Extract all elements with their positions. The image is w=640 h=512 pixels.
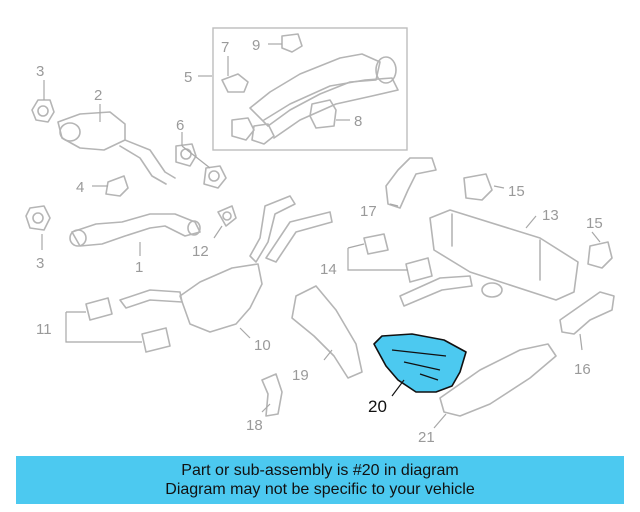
label-21: 21 bbox=[418, 429, 435, 446]
part-5-y-pipe[interactable] bbox=[231, 53, 399, 145]
part-20-heat-shield-highlight[interactable] bbox=[373, 333, 467, 393]
label-10: 10 bbox=[254, 337, 271, 354]
leader-lines bbox=[41, 43, 601, 429]
part-19-heat-shield[interactable] bbox=[291, 285, 363, 379]
label-12: 12 bbox=[192, 243, 209, 260]
part-7-bracket[interactable] bbox=[221, 73, 249, 93]
label-3-bottom: 3 bbox=[36, 255, 44, 272]
part-18-bracket[interactable] bbox=[261, 373, 283, 417]
label-4: 4 bbox=[76, 179, 84, 196]
part-10-center-muffler[interactable] bbox=[119, 195, 333, 333]
part-6-gaskets[interactable] bbox=[175, 143, 227, 189]
part-17-tailpipe[interactable] bbox=[385, 157, 437, 209]
part-12-sensor[interactable] bbox=[217, 205, 237, 227]
banner-line-1: Part or sub-assembly is #20 in diagram bbox=[181, 462, 459, 479]
part-3-gasket-bottom[interactable] bbox=[25, 205, 51, 231]
part-4-bracket[interactable] bbox=[105, 175, 129, 197]
part-1-front-pipe[interactable] bbox=[69, 213, 201, 247]
label-11: 11 bbox=[36, 321, 52, 338]
label-6: 6 bbox=[176, 117, 184, 134]
label-3-top: 3 bbox=[36, 63, 44, 80]
label-5: 5 bbox=[184, 69, 192, 86]
label-8: 8 bbox=[354, 113, 362, 130]
label-15-top: 15 bbox=[508, 183, 525, 200]
label-19: 19 bbox=[292, 367, 309, 384]
label-16: 16 bbox=[574, 361, 591, 378]
label-15-right: 15 bbox=[586, 215, 603, 232]
part-15-bracket-right[interactable] bbox=[587, 241, 613, 269]
part-16-pipe[interactable] bbox=[559, 291, 615, 335]
label-13: 13 bbox=[542, 207, 559, 224]
part-21-heat-shield[interactable] bbox=[439, 343, 557, 417]
label-14: 14 bbox=[320, 261, 337, 278]
label-2: 2 bbox=[94, 87, 102, 104]
part-15-bracket-top[interactable] bbox=[463, 173, 493, 201]
label-7: 7 bbox=[221, 39, 229, 56]
part-8-block[interactable] bbox=[309, 99, 337, 129]
part-11-clamps[interactable] bbox=[85, 297, 171, 353]
label-18: 18 bbox=[246, 417, 263, 434]
part-2-converter[interactable] bbox=[57, 111, 176, 185]
inset-box bbox=[212, 27, 408, 151]
part-14-clamps[interactable] bbox=[363, 233, 433, 283]
part-9-clip[interactable] bbox=[281, 33, 303, 53]
banner-line-2: Diagram may not be specific to your vehi… bbox=[165, 481, 475, 498]
part-3-gasket-top[interactable] bbox=[31, 99, 55, 123]
label-17: 17 bbox=[360, 203, 377, 220]
info-banner: Part or sub-assembly is #20 in diagram D… bbox=[16, 456, 624, 504]
parts-diagram: 3 2 5 7 9 8 6 4 3 1 12 11 10 17 15 13 15… bbox=[25, 27, 615, 446]
label-20-highlight: 20 bbox=[368, 397, 387, 416]
part-13-rear-muffler[interactable] bbox=[399, 209, 579, 307]
label-9: 9 bbox=[252, 37, 260, 54]
label-1: 1 bbox=[135, 259, 143, 276]
